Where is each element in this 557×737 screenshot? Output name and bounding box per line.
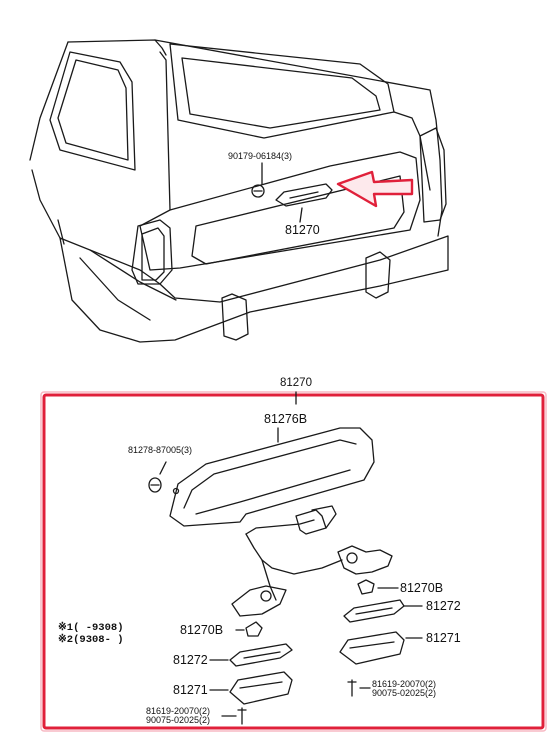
gasket-left-part-number: 81272 — [173, 653, 208, 667]
gasket-right-part-number: 81272 — [426, 599, 461, 613]
housing-left-part-number: 81271 — [173, 683, 208, 697]
lens-body — [169, 427, 375, 527]
vehicle-rear-view — [29, 39, 449, 343]
screw-left-part-number-b: 90075-02025(2) — [146, 715, 211, 725]
assembly-drawing — [148, 391, 423, 725]
bulb-right-part-number: 81270B — [400, 581, 444, 595]
screw-right-part-number-b: 90075-02025(2) — [372, 688, 437, 698]
assembly-highlight-frame — [42, 393, 545, 730]
production-note-2: ※2(9308- ) — [58, 634, 124, 646]
grommet-part-number: 81278-87005(3) — [128, 445, 193, 455]
clip-part-number: 90179-06184(3) — [228, 151, 293, 161]
production-note-1: ※1( -9308) — [58, 622, 124, 634]
assembly-title: 81270 — [280, 377, 312, 389]
lamp-part-number: 81270 — [285, 223, 320, 237]
screw-right-part-number-a: 81619-20070(2) — [372, 679, 437, 689]
housing-right-part-number: 81271 — [426, 631, 461, 645]
pointer-arrow — [336, 170, 414, 208]
bulb-left-part-number: 81270B — [180, 623, 224, 637]
screw-left-part-number-a: 81619-20070(2) — [146, 706, 211, 716]
lens-part-number: 81276B — [264, 412, 308, 426]
